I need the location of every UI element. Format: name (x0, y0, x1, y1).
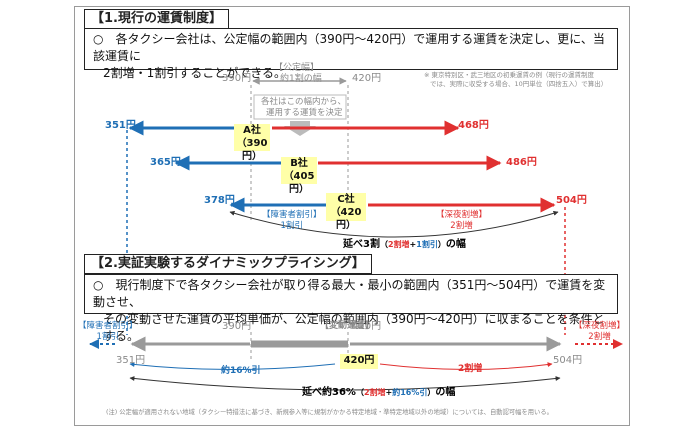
diagram-frame (74, 6, 630, 426)
spread1-red: 2割増 (387, 240, 410, 249)
night-line1: 【深夜割増】 (436, 210, 488, 220)
company-a-low: 351円 (105, 120, 136, 131)
s2-up-curve (379, 362, 553, 370)
spread-curve-1 (229, 210, 559, 238)
section2-desc-line2: その変動させた運賃の平均単価が、公定幅の範囲内（390円〜420円）に収まること… (103, 312, 605, 343)
spread1-open: （ (379, 240, 388, 249)
company-b-high: 486円 (506, 157, 537, 168)
range-label1: 【公定幅】 (274, 63, 320, 73)
section1-desc-line2: 2割増・1割引することができる。 (103, 66, 287, 80)
s2-down-label: 約16%引 (221, 366, 261, 376)
company-c-high: 504円 (556, 195, 587, 206)
company-c-low: 378円 (204, 195, 235, 206)
hint-line1: 各社はこの幅内から、 (261, 97, 347, 107)
spread1-close: ） (437, 240, 446, 249)
s2-right-line2: 2割増 (588, 332, 611, 342)
spread1-prefix: 延べ3割 (343, 239, 380, 250)
range-low-label: 390円 (222, 73, 252, 84)
s2-left-line1: 【障害者割引】 (78, 321, 138, 331)
spread1-suffix: の幅 (445, 239, 466, 250)
s2-variable-label: 【変動運賃】 (320, 321, 375, 331)
spread-curve-2 (129, 376, 561, 391)
company-b-box: B社 （405円） (281, 157, 317, 195)
s2-low: 351円 (116, 355, 146, 366)
section2-description: ○ 現行制度下で各タクシー会社が取り得る最大・最小の範囲内（351円〜504円）… (84, 274, 618, 343)
spread2-close: ） (427, 388, 436, 397)
range-high-label: 420円 (352, 73, 382, 84)
company-c-box: C社 （420円） (326, 193, 366, 231)
disabled-line1: 【障害者割引】 (262, 210, 322, 220)
spread2-prefix: 延べ約36% (302, 387, 356, 398)
s2-up-label: 2割増 (458, 364, 483, 374)
company-c-fare: （420円） (330, 207, 362, 231)
company-a-name: A社 (243, 125, 261, 136)
spread2-open: （ (355, 388, 364, 397)
s2-disabled-label: 【障害者割引】 1割引 (78, 321, 138, 343)
night-line2: 2割増 (450, 221, 473, 231)
spread1-plus: + (409, 240, 417, 249)
section1-desc-line1: ○ 各タクシー会社は、公定幅の範囲内（390円〜420円）で運用する運賃を決定し… (93, 32, 605, 63)
night-surcharge-label: 【深夜割増】 2割増 (436, 210, 487, 232)
s2-left-line2: 1割引 (96, 332, 119, 342)
s2-right-line1: 【深夜割増】 (574, 321, 626, 331)
spread2-suffix: の幅 (435, 387, 456, 398)
company-b-fare: （405円） (283, 171, 315, 195)
range-label2: 約1割の幅 (280, 74, 322, 84)
s2-fare-390: 390円 (222, 321, 252, 332)
hint-line2: 運用する運賃を決定 (266, 108, 343, 118)
section1-description: ○ 各タクシー会社は、公定幅の範囲内（390円〜420円）で運用する運賃を決定し… (84, 28, 618, 80)
section1-title: 【1.現行の運賃制度】 (84, 9, 229, 29)
s2-fare-420-box: 420円 (340, 354, 378, 369)
note-line2: では、実際に収受する場合、10円単位（四捨五入）で算出） (430, 80, 608, 88)
note-line1: ※ 東京特別区・武三地区の初乗運賃の例（現行の運賃制度 (424, 71, 595, 79)
footnote: (注) 公定幅が適用されない地域（タクシー特措法に基づき、新規参入等に規制がかか… (106, 409, 553, 416)
s2-night-label: 【深夜割増】 2割増 (574, 321, 625, 343)
spread-label-1: 延べ3割（2割増+1割引）の幅 (343, 240, 466, 250)
company-a-fare: （390円） (236, 138, 268, 162)
spread2-red: 2割増 (363, 388, 386, 397)
s2-high: 504円 (553, 355, 583, 366)
company-a-high: 468円 (458, 120, 489, 131)
company-b-low: 365円 (150, 157, 181, 168)
company-c-name: C社 (337, 194, 355, 205)
spread2-blue: 約16%引 (392, 388, 428, 397)
company-b-name: B社 (290, 158, 308, 169)
s2-fare-420: 420円 (352, 321, 382, 332)
company-a-box: A社 （390円） (234, 124, 270, 162)
section2-desc-line1: ○ 現行制度下で各タクシー会社が取り得る最大・最小の範囲内（351円〜504円）… (93, 278, 606, 309)
spread1-blue: 1割引 (416, 240, 438, 249)
section2-title: 【2.実証実験するダイナミックプライシング】 (84, 254, 372, 274)
spread2-plus: + (385, 388, 393, 397)
disabled-discount-label: 【障害者割引】 1割引 (262, 210, 322, 232)
s2-down-curve (129, 362, 336, 370)
spread-label-2: 延べ約36%（2割増+約16%引）の幅 (302, 388, 455, 398)
disabled-line2: 1割引 (280, 221, 303, 231)
